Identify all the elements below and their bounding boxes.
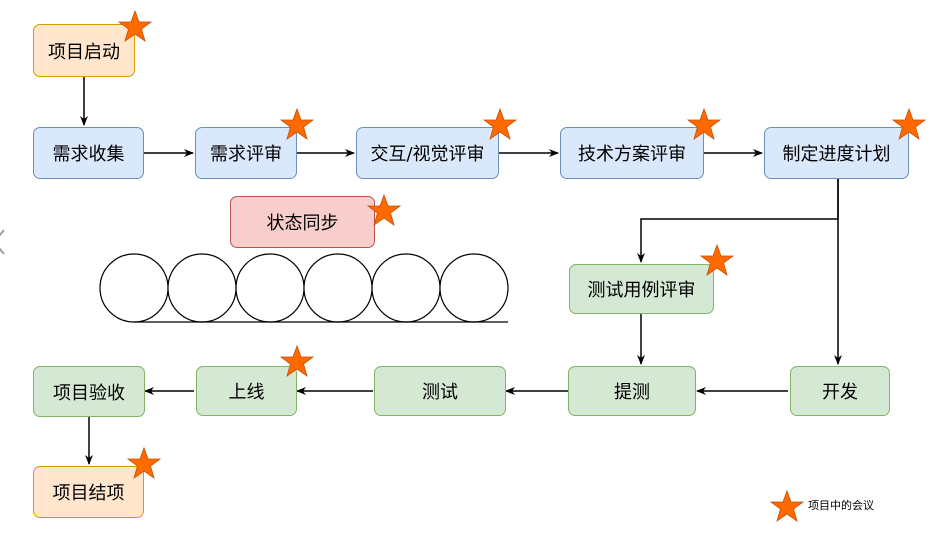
sync-loop — [99, 253, 509, 323]
arrow-schedule-to-testcase — [637, 179, 839, 263]
chevron-left-icon — [0, 229, 5, 255]
node-test[interactable]: 测试 — [374, 366, 506, 416]
node-req-review[interactable]: 需求评审 — [195, 127, 297, 179]
node-kickoff[interactable]: 项目启动 — [33, 24, 135, 77]
node-label: 需求收集 — [52, 144, 125, 165]
legend-label: 项目中的会议 — [808, 499, 874, 512]
node-req-collect[interactable]: 需求收集 — [33, 127, 144, 179]
node-label: 项目启动 — [48, 41, 120, 63]
star-icon — [118, 10, 152, 42]
star-icon — [127, 447, 161, 479]
node-label: 提测 — [614, 382, 650, 403]
node-sync[interactable]: 状态同步 — [230, 196, 375, 248]
node-acceptance[interactable]: 项目验收 — [33, 366, 145, 417]
node-ux-review[interactable]: 交互/视觉评审 — [356, 127, 499, 179]
star-icon — [483, 108, 517, 140]
loop-circle — [303, 253, 373, 323]
loop-circle — [439, 253, 509, 323]
node-label: 制定进度计划 — [782, 144, 891, 165]
node-label: 项目结项 — [52, 483, 125, 504]
star-icon — [892, 108, 926, 140]
node-label: 上线 — [228, 382, 265, 403]
star-icon — [280, 345, 314, 377]
node-submit-test[interactable]: 提测 — [568, 366, 696, 416]
node-label: 需求评审 — [210, 144, 282, 165]
node-label: 项目验收 — [53, 382, 125, 404]
loop-circle — [371, 253, 441, 323]
loop-circle — [235, 253, 305, 323]
node-tech-review[interactable]: 技术方案评审 — [560, 127, 704, 179]
loop-circle — [99, 253, 169, 323]
legend-star-icon — [770, 490, 804, 522]
node-label: 技术方案评审 — [578, 144, 686, 165]
node-closure[interactable]: 项目结项 — [33, 466, 144, 518]
node-label: 开发 — [822, 382, 858, 403]
node-dev[interactable]: 开发 — [790, 366, 890, 416]
node-testcase-review[interactable]: 测试用例评审 — [569, 264, 714, 314]
star-icon — [700, 244, 734, 276]
node-launch[interactable]: 上线 — [196, 366, 297, 416]
node-label: 状态同步 — [266, 213, 339, 234]
star-icon — [687, 108, 721, 140]
star-icon — [280, 108, 314, 140]
loop-circle — [167, 253, 237, 323]
node-schedule[interactable]: 制定进度计划 — [764, 127, 909, 179]
node-label: 测试用例评审 — [587, 280, 696, 301]
star-icon — [367, 194, 401, 226]
node-label: 测试 — [422, 382, 458, 403]
node-label: 交互/视觉评审 — [370, 144, 485, 165]
